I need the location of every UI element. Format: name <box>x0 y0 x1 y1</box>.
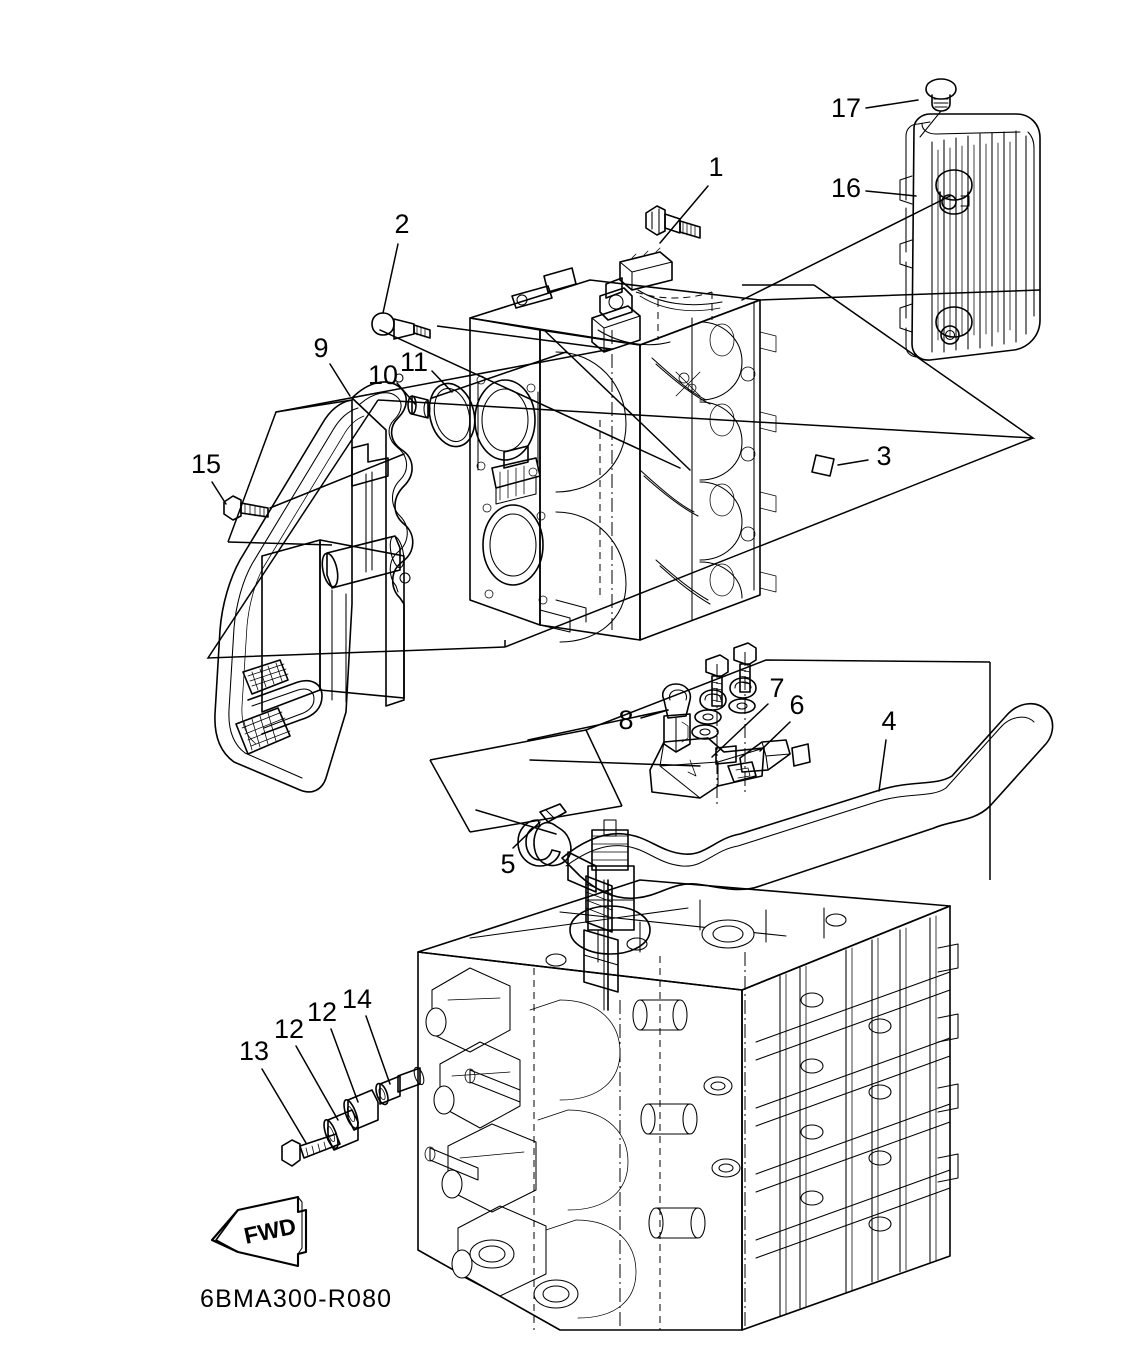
callout-17: 17 <box>831 93 861 123</box>
callout-12a: 12 <box>274 1014 304 1044</box>
callout-4: 4 <box>881 706 896 736</box>
hose-clamp-part-5 <box>517 803 567 867</box>
callout-6: 6 <box>789 690 804 720</box>
bolt-washer-part-2 <box>371 312 431 340</box>
bolt-part-13 <box>281 1133 341 1167</box>
assembly-guide-planes <box>206 284 1036 880</box>
cooling-water-hose-part-4 <box>533 703 1054 993</box>
callout-11: 11 <box>400 347 428 377</box>
callout-14: 14 <box>342 984 372 1014</box>
callout-2: 2 <box>394 209 409 239</box>
flange-bolt-part-1 <box>645 205 701 239</box>
callout-8: 8 <box>618 705 633 735</box>
callout-9: 9 <box>313 333 328 363</box>
collar-bushing-part-12-b <box>343 1089 379 1131</box>
callout-16: 16 <box>831 173 861 203</box>
screw-part-15 <box>223 495 269 521</box>
diagram-code-label: 6BMA300-R080 <box>200 1285 392 1313</box>
hose-clip-part-8 <box>661 683 692 753</box>
callout-15: 15 <box>191 449 221 479</box>
callout-5: 5 <box>500 849 515 879</box>
callout-leader-lines <box>211 99 1041 1144</box>
callout-13: 13 <box>239 1036 269 1066</box>
cylinder-block-upper <box>469 247 777 643</box>
callout-7: 7 <box>769 673 784 703</box>
hose-clamp-bracket-part-6 <box>727 739 811 783</box>
silencer-cover-assembly-part-9 <box>214 373 414 793</box>
cap-plug-part-17 <box>919 78 957 138</box>
callout-3: 3 <box>876 441 891 471</box>
grommet-bushing-part-10 <box>407 395 431 419</box>
shoulder-pin-part-14 <box>375 1066 425 1106</box>
callout-12b: 12 <box>307 997 337 1027</box>
crankcase-lower-assembly <box>417 819 959 1331</box>
callout-numbers: 1 2 3 4 5 6 7 8 9 10 11 12 12 13 14 15 1… <box>191 93 897 1066</box>
dowel-pin-part-3 <box>811 454 835 477</box>
callout-10: 10 <box>368 360 398 390</box>
callout-1: 1 <box>708 152 723 182</box>
ribbed-cover-panel-part-16 <box>899 113 1041 361</box>
bracket-fasteners <box>691 642 757 806</box>
